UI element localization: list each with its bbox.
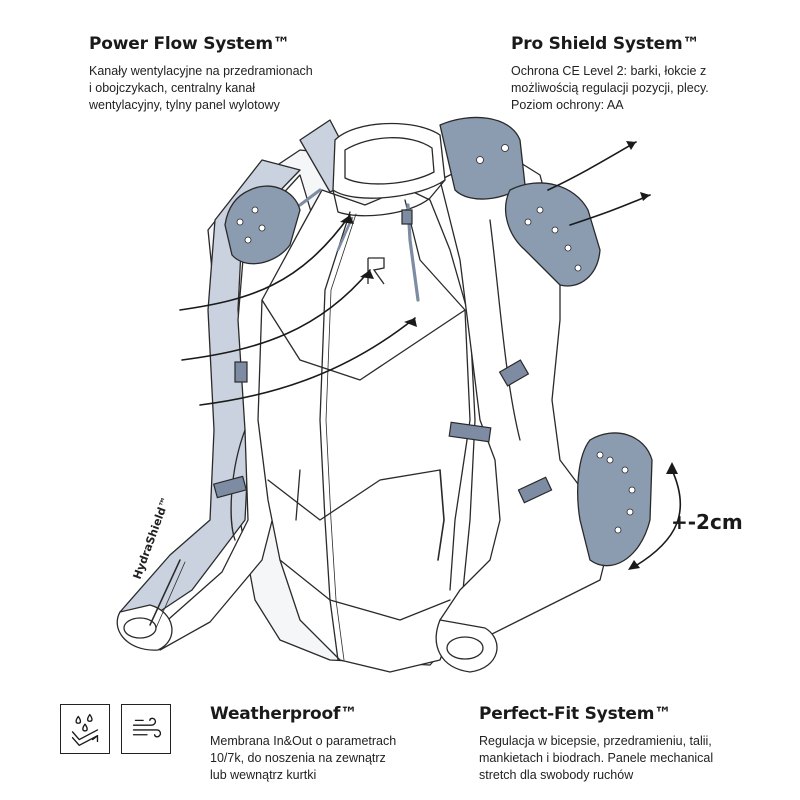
pro-shield-title: Pro Shield System™: [511, 34, 700, 54]
perfect-fit-title: Perfect-Fit System™: [479, 704, 672, 724]
adjust-range-label: +-2cm: [671, 510, 743, 534]
power-flow-description: Kanały wentylacyjne na przedramionach i …: [89, 64, 313, 112]
right-sleeve: [439, 149, 611, 651]
brand-logo: [367, 257, 385, 285]
airflow-arrow-4: [547, 141, 637, 191]
power-flow-title: Power Flow System™: [89, 34, 290, 54]
shoulder-protector-right: [505, 182, 601, 287]
forearm-strap: [517, 476, 553, 504]
hip-strap-left: [212, 475, 248, 499]
power-flow-section: Power Flow System™ Kanały wentylacyjne n…: [89, 34, 313, 114]
airflow-arrow-2: [181, 269, 371, 361]
center-zipper: [319, 211, 351, 661]
pro-shield-section: Pro Shield System™ Ochrona CE Level 2: b…: [511, 34, 709, 114]
waist-strap-left: [234, 361, 248, 383]
pro-shield-description: Ochrona CE Level 2: barki, łokcie z możl…: [511, 64, 709, 112]
airflow-arrow-3: [199, 317, 416, 406]
perfect-fit-description: Regulacja w bicepsie, przedramieniu, tal…: [479, 734, 714, 782]
waist-strap: [448, 421, 492, 443]
wind-icon: [121, 704, 171, 754]
weatherproof-title: Weatherproof™: [210, 704, 357, 724]
airflow-arrow-1: [179, 214, 351, 311]
jacket-body: [257, 187, 476, 673]
airflow-arrow-5: [569, 194, 651, 226]
water-drops-icon: [60, 704, 110, 754]
front-vent-tab: [401, 209, 413, 225]
weatherproof-description: Membrana In&Out o parametrach 10/7k, do …: [210, 734, 397, 782]
perfect-fit-section: Perfect-Fit System™ Regulacja w bicepsie…: [479, 704, 713, 784]
adjust-arc-arrow: [631, 469, 682, 569]
elbow-protector-right: [577, 432, 653, 567]
bicep-strap: [498, 359, 530, 387]
weatherproof-section: Weatherproof™ Membrana In&Out o parametr…: [210, 704, 396, 784]
